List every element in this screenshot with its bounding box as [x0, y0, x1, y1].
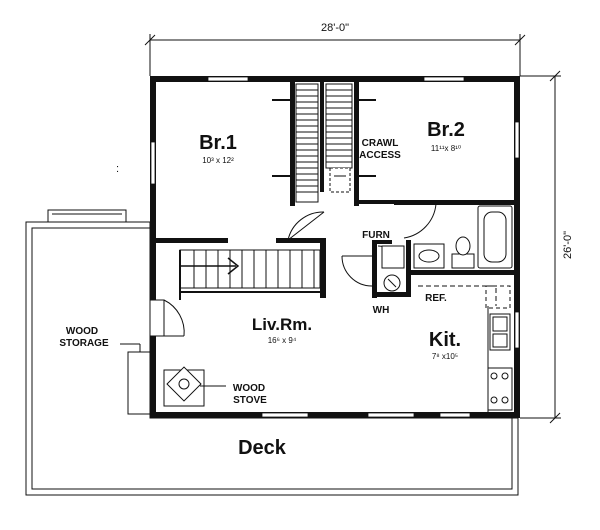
kitchen-fixtures: [418, 285, 513, 412]
closet-shelf-ticks: [272, 99, 376, 177]
dimension-depth-label: 26'-0": [562, 231, 574, 259]
interior-walls: [150, 82, 514, 298]
exterior-walls: [150, 76, 520, 418]
refrigerator-label: REF.: [425, 293, 447, 304]
stray-mark: :: [116, 163, 119, 175]
living-room-label: Liv.Rm.: [252, 315, 312, 334]
wood-stove: [163, 366, 226, 407]
stairs: [179, 249, 321, 300]
dimension-width: [144, 34, 526, 76]
wood-storage-box: [120, 343, 151, 415]
wood-stove-label-line2: STOVE: [233, 395, 267, 406]
furnace-label: FURN: [362, 230, 390, 241]
wood-storage-label-line2: STORAGE: [59, 338, 109, 349]
kitchen-size: 7⁸ x10⁵: [432, 352, 458, 361]
bedroom1-size: 10³ x 12²: [202, 156, 234, 165]
closet-left: [295, 83, 319, 203]
furnace-water-heater: [381, 245, 405, 292]
crawl-access-hatch: [329, 167, 351, 193]
closet-right: [325, 83, 353, 169]
water-heater-label: WH: [373, 305, 390, 316]
deck-label: Deck: [238, 437, 287, 459]
windows: [150, 76, 520, 418]
bedroom2-label: Br.2: [427, 119, 465, 141]
crawl-label-line1: CRAWL: [362, 138, 399, 149]
wood-stove-label-line1: WOOD: [233, 383, 265, 394]
dimension-width-label: 28'-0": [321, 22, 349, 34]
kitchen-label: Kit.: [429, 329, 461, 351]
bedroom2-size: 11¹¹x 8¹⁰: [431, 144, 461, 153]
living-room-size: 16⁶ x 9⁴: [268, 336, 297, 345]
wood-storage-label-line1: WOOD: [66, 326, 98, 337]
bedroom1-label: Br.1: [199, 132, 237, 154]
bathroom-fixtures: [413, 205, 513, 269]
dimension-depth: [520, 70, 561, 424]
crawl-label-line2: ACCESS: [359, 150, 401, 161]
